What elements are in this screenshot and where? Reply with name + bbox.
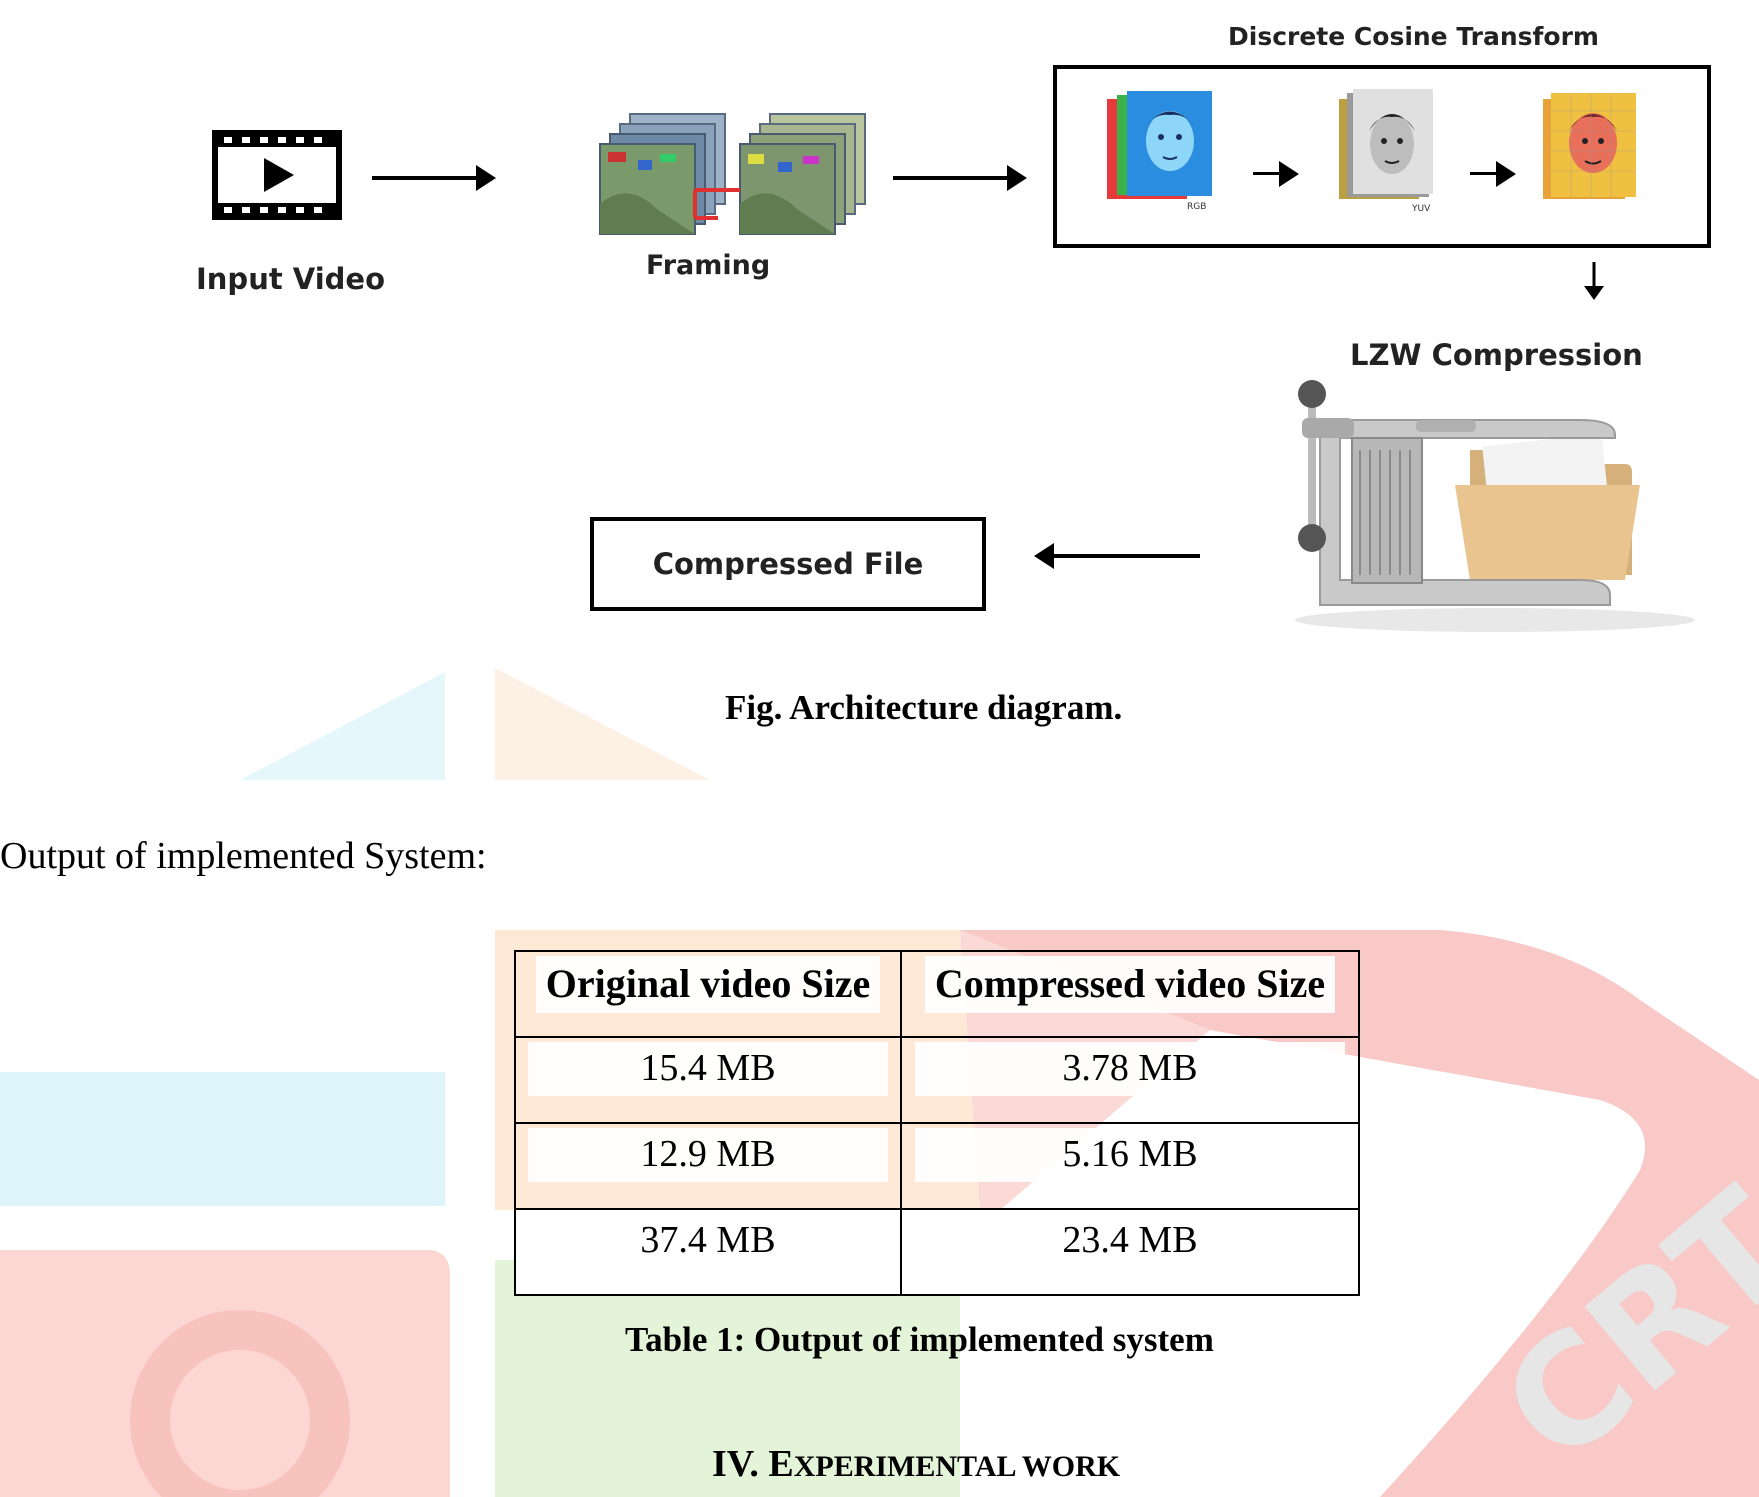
watermark-cyan-triangle bbox=[240, 672, 445, 780]
table-cell: 37.4 MB bbox=[515, 1209, 901, 1295]
figure-caption: Fig. Architecture diagram. bbox=[725, 688, 1122, 728]
dct-arrow-2 bbox=[1470, 172, 1502, 175]
table-cell: 3.78 MB bbox=[901, 1037, 1359, 1123]
table-cell: 15.4 MB bbox=[515, 1037, 901, 1123]
results-table: Original video Size Compressed video Siz… bbox=[514, 950, 1360, 1296]
framing-frames-icon bbox=[598, 110, 873, 245]
watermark-cyan-bar bbox=[0, 1072, 445, 1206]
table-cell: 12.9 MB bbox=[515, 1123, 901, 1209]
arrow-down bbox=[1576, 262, 1612, 302]
arrow-right-1 bbox=[372, 176, 482, 180]
compressed-file-label: Compressed File bbox=[653, 547, 924, 581]
table-cell: 5.16 MB bbox=[901, 1123, 1359, 1209]
dct-arrow-1 bbox=[1253, 172, 1285, 175]
table-row: 15.4 MB 3.78 MB bbox=[515, 1037, 1359, 1123]
table-header-cell: Original video Size bbox=[515, 951, 901, 1037]
lzw-label: LZW Compression bbox=[1350, 338, 1643, 372]
section-heading: IV. EXPERIMENTAL WORK bbox=[712, 1442, 1120, 1486]
table-cell: 23.4 MB bbox=[901, 1209, 1359, 1295]
dct-label: Discrete Cosine Transform bbox=[1228, 22, 1599, 51]
watermark-red-block bbox=[0, 1250, 450, 1497]
yuv-sub-label: YUV bbox=[1411, 204, 1431, 214]
table-header-row: Original video Size Compressed video Siz… bbox=[515, 951, 1359, 1037]
dct-face-icon bbox=[1541, 91, 1641, 211]
compressed-file-box: Compressed File bbox=[590, 517, 986, 611]
table-row: 37.4 MB 23.4 MB bbox=[515, 1209, 1359, 1295]
watermark-peach-triangle bbox=[495, 668, 710, 780]
table-row: 12.9 MB 5.16 MB bbox=[515, 1123, 1359, 1209]
yuv-face-icon: YUV bbox=[1337, 89, 1437, 214]
video-icon bbox=[212, 130, 342, 220]
dct-box: RGB YUV bbox=[1053, 65, 1711, 248]
table-header-cell: Compressed video Size bbox=[901, 951, 1359, 1037]
rgb-sub-label: RGB bbox=[1187, 202, 1206, 211]
lzw-compression-clamp-icon bbox=[1280, 380, 1725, 635]
output-heading: Output of implemented System: bbox=[0, 834, 487, 878]
arrow-left bbox=[1048, 554, 1200, 558]
framing-label: Framing bbox=[646, 250, 770, 281]
rgb-face-icon: RGB bbox=[1105, 91, 1220, 211]
input-video-label: Input Video bbox=[196, 262, 385, 296]
arrow-right-2 bbox=[893, 176, 1013, 180]
table-caption: Table 1: Output of implemented system bbox=[625, 1320, 1214, 1360]
